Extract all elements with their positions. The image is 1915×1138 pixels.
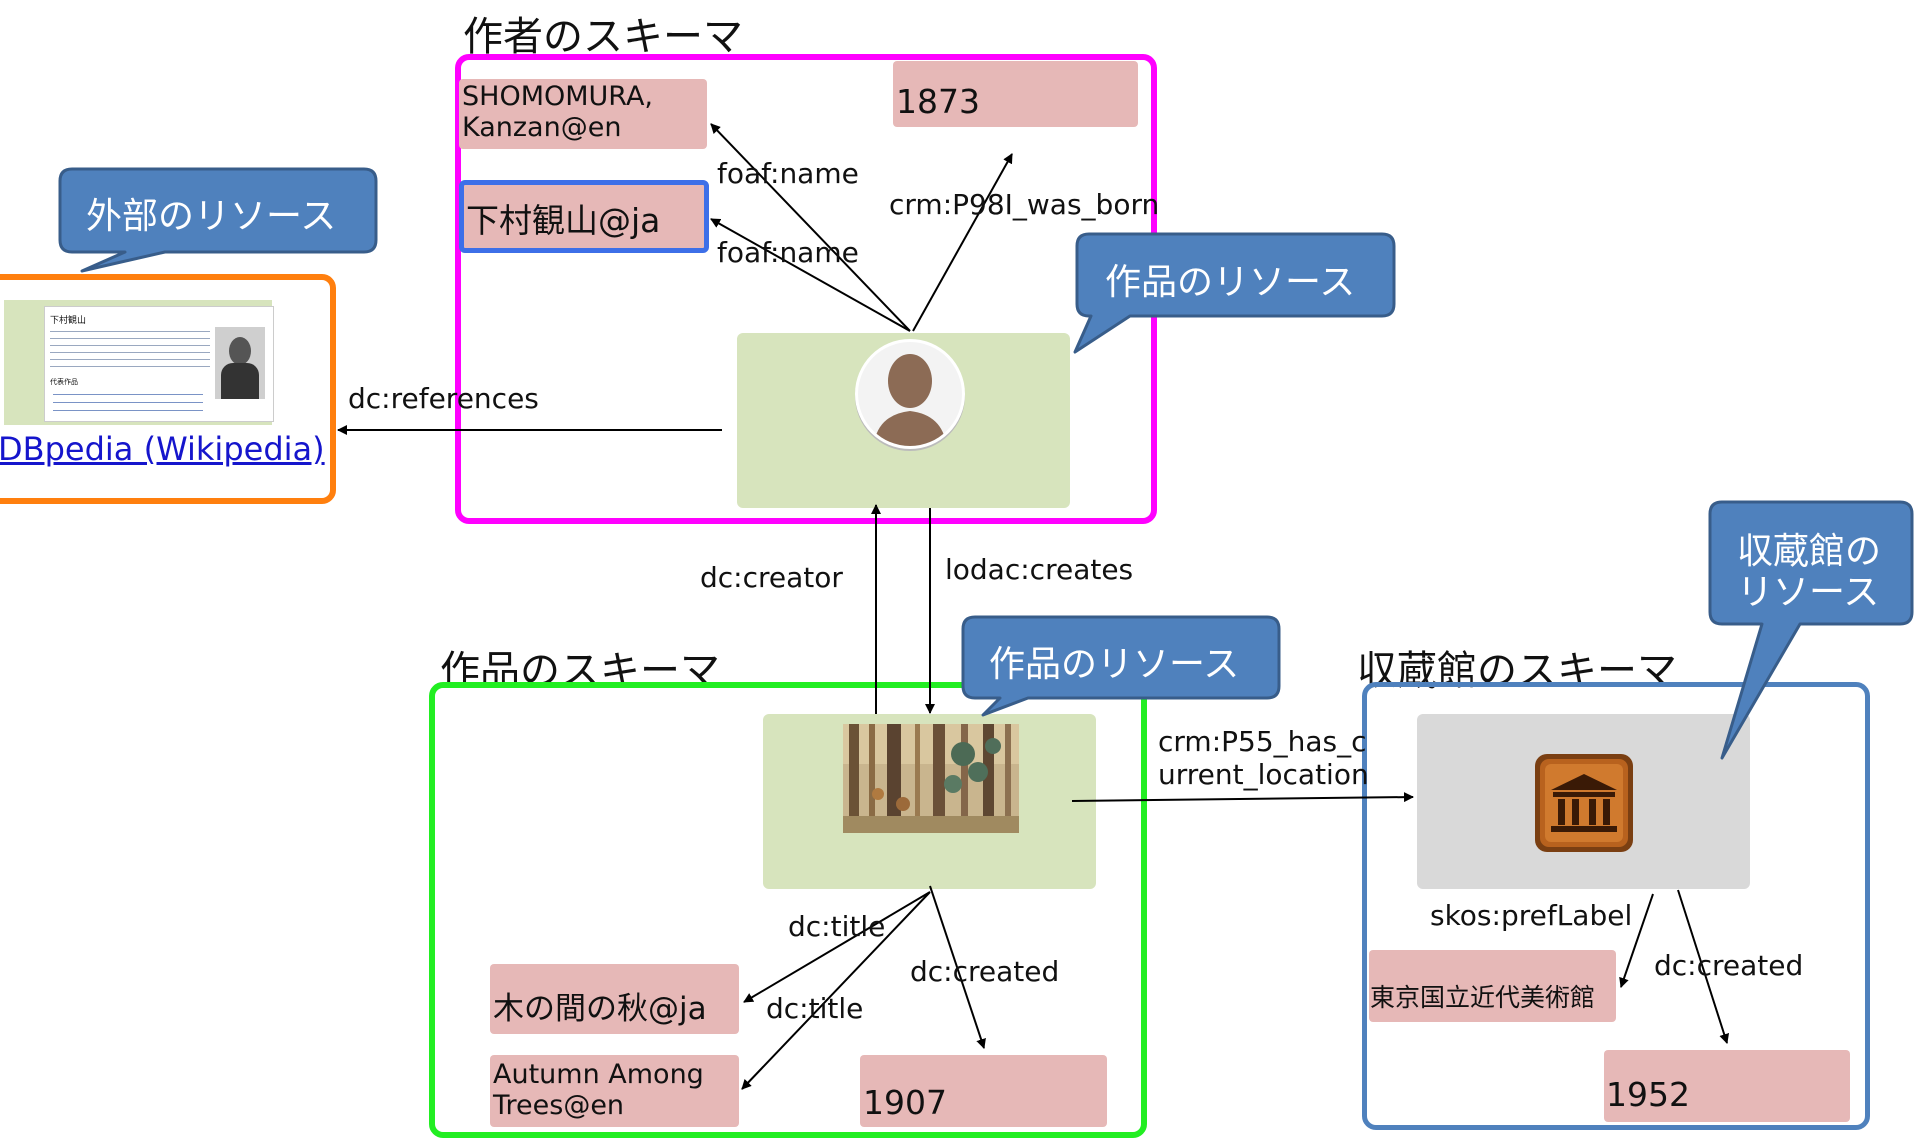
wikipedia-text-lines xyxy=(50,327,210,371)
edge-current-location xyxy=(1071,792,1414,803)
label-born: crm:P98I_was_born xyxy=(889,188,1160,221)
wikipedia-page: 下村観山 代表作品 xyxy=(44,306,274,422)
label-pref-label: skos:prefLabel xyxy=(1430,899,1633,932)
callout-author-work-shape xyxy=(1073,232,1396,354)
external-resource-box xyxy=(0,274,336,504)
painting-image xyxy=(843,724,1019,833)
label-location-line2: urrent_location xyxy=(1158,758,1369,791)
author-schema-heading: 作者のスキーマ xyxy=(463,14,743,60)
callout-work-shape xyxy=(961,615,1281,717)
edge-title-ja xyxy=(743,891,931,1003)
edge-created-work xyxy=(929,885,986,1049)
label-references: dc:references xyxy=(348,382,539,415)
literal-title-en-line2: Trees@en xyxy=(493,1090,625,1122)
literal-name-en: SHOMOMURA, Kanzan@en xyxy=(459,79,707,149)
callout-museum-shape xyxy=(1708,500,1914,760)
callout-external-text: 外部のリソース xyxy=(86,196,337,237)
label-creates: lodac:creates xyxy=(945,553,1134,586)
edge-foaf-name-en xyxy=(710,123,911,332)
wikipedia-portrait-image xyxy=(215,327,265,399)
dbpedia-link[interactable]: DBpedia (Wikipedia) xyxy=(0,430,325,468)
museum-building-icon xyxy=(1535,754,1633,852)
literal-museum-created: 1952 xyxy=(1604,1050,1850,1122)
label-created-museum: dc:created xyxy=(1654,949,1804,982)
literal-title-ja: 木の間の秋@ja xyxy=(490,964,739,1034)
museum-schema-box xyxy=(1362,682,1870,1130)
callout-museum-text-line1: 収蔵館の xyxy=(1737,531,1882,572)
wikipedia-section-title: 代表作品 xyxy=(50,378,78,386)
label-title-2: dc:title xyxy=(766,992,864,1025)
callout-external-shape xyxy=(58,167,378,273)
label-title-1: dc:title xyxy=(788,910,886,943)
label-created-work: dc:created xyxy=(910,955,1060,988)
label-foaf-name-1: foaf:name xyxy=(717,157,859,190)
edge-born xyxy=(912,153,1013,332)
work-schema-box xyxy=(429,682,1147,1138)
literal-name-en-line2: Kanzan@en xyxy=(462,112,622,144)
label-foaf-name-2: foaf:name xyxy=(717,236,859,269)
wikipedia-list-lines xyxy=(53,389,203,415)
literal-name-ja: 下村観山@ja xyxy=(459,180,709,253)
callout-work-text: 作品のリソース xyxy=(989,644,1240,685)
edge-pref-label xyxy=(1619,893,1654,988)
literal-birth-year: 1873 xyxy=(893,61,1138,127)
callout-museum-text-line2: リソース xyxy=(1737,572,1880,613)
edge-foaf-name-ja xyxy=(710,218,911,332)
wikipedia-page-title: 下村観山 xyxy=(50,316,87,326)
literal-created-year: 1907 xyxy=(860,1055,1107,1127)
callout-author-work-text: 作品のリソース xyxy=(1105,262,1356,303)
edge-created-museum xyxy=(1677,889,1730,1044)
literal-name-en-line1: SHOMOMURA, xyxy=(462,81,654,112)
label-location-line1: crm:P55_has_c xyxy=(1158,725,1367,758)
label-creator: dc:creator xyxy=(700,561,843,594)
literal-title-en-line1: Autumn Among xyxy=(493,1059,704,1090)
edge-title-en xyxy=(741,891,931,1090)
literal-title-en: Autumn Among Trees@en xyxy=(490,1055,739,1127)
literal-museum-label: 東京国立近代美術館 xyxy=(1369,950,1616,1022)
person-avatar-icon xyxy=(855,339,965,451)
